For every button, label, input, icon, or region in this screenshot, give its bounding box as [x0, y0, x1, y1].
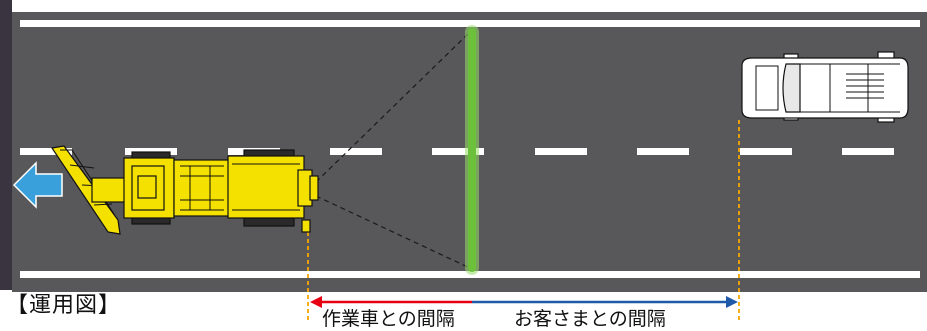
- gap-label-customer-vehicle: お客さまとの間隔: [514, 308, 666, 330]
- snowplow-truck-icon: [50, 145, 319, 235]
- direction-arrow-left-icon: [12, 161, 63, 209]
- operation-diagram: [0, 0, 927, 323]
- road-edge-line-top: [20, 20, 920, 27]
- gap-arrow-work-vehicle: [310, 296, 472, 308]
- gap-arrow-customer-vehicle: [472, 296, 738, 308]
- passenger-car-icon: [741, 51, 909, 123]
- gap-label-work-vehicle: 作業車との間隔: [322, 308, 455, 330]
- left-edge-strip: [0, 0, 12, 290]
- diagram-caption: 【運用図】: [6, 292, 126, 320]
- sight-lines: [315, 29, 473, 270]
